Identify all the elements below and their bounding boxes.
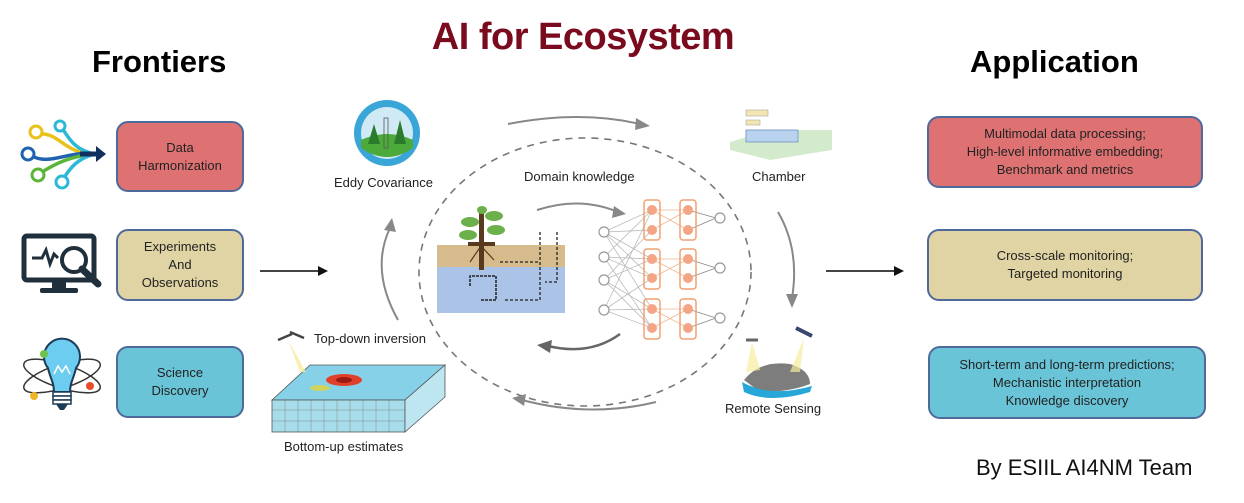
application-line: Mechanistic interpretation — [992, 374, 1142, 390]
frontier-data-harmonization: Data Harmonization — [116, 121, 244, 192]
cycle-arrow-bottom — [521, 399, 657, 411]
lightbulb-atom-icon — [23, 337, 101, 410]
frontier-line: Experiments — [143, 239, 217, 254]
application-line: Benchmark and metrics — [996, 162, 1134, 177]
application-line: Knowledge discovery — [1005, 392, 1129, 408]
inversion-box — [270, 330, 447, 433]
frontier-line: Data — [166, 139, 194, 155]
remote-sensing-label: Remote Sensing — [725, 401, 822, 416]
application-line: Cross-scale monitoring; — [996, 248, 1134, 263]
chamber-diagram — [730, 109, 832, 160]
arrow-right-icon — [260, 266, 328, 276]
chamber-label: Chamber — [752, 169, 806, 184]
inner-arrow-forward — [536, 202, 619, 213]
domain-knowledge-label: Domain knowledge — [524, 169, 635, 184]
bottom-up-estimates-label: Bottom-up estimates — [284, 439, 404, 454]
eddy-covariance-label: Eddy Covariance — [334, 175, 433, 190]
inner-arrow-back — [547, 332, 621, 351]
application-monitoring: Cross-scale monitoring; Targeted monitor… — [927, 229, 1203, 301]
cycle-arrow-top — [507, 116, 641, 125]
domain-boundary-ellipse — [418, 137, 752, 407]
cycle-arrow-right — [777, 211, 796, 299]
application-line: Multimodal data processing; — [984, 126, 1146, 141]
top-down-inversion-label: Top-down inversion — [314, 331, 427, 346]
nn-input-nodes — [598, 226, 610, 316]
remote-sensing-diagram — [742, 326, 813, 398]
frontier-line: And — [168, 257, 192, 272]
application-line: Short-term and long-term predictions; — [959, 356, 1175, 372]
main-title: AI for Ecosystem — [431, 16, 735, 58]
monitor-magnifier-icon — [21, 233, 102, 293]
frontier-line: Discovery — [151, 383, 209, 398]
frontier-line: Science — [156, 365, 204, 380]
nn-hidden-blocks — [643, 199, 697, 340]
frontier-line: Observations — [141, 275, 219, 290]
application-line: High-level informative embedding; — [966, 144, 1164, 159]
fluxnet-logo-icon — [354, 100, 420, 166]
application-data-processing: Multimodal data processing; High-level i… — [927, 116, 1203, 188]
frontier-line: Harmonization — [138, 157, 222, 173]
nn-hidden-nodes — [647, 205, 693, 333]
frontier-science-discovery: Science Discovery — [116, 346, 244, 418]
application-heading: Application — [970, 44, 1139, 79]
data-flow-icon — [20, 119, 106, 190]
frontiers-heading: Frontiers — [92, 44, 227, 79]
cycle-arrow-left — [380, 227, 399, 321]
footer-credit: By ESIIL AI4NM Team — [976, 455, 1193, 480]
application-predictions: Short-term and long-term predictions; Me… — [928, 346, 1206, 419]
application-line: Targeted monitoring — [1007, 266, 1123, 281]
frontier-experiments-observations: Experiments And Observations — [116, 229, 244, 301]
soil-plant-diagram — [437, 206, 565, 313]
arrow-right-icon — [826, 266, 904, 276]
nn-output-nodes — [714, 212, 726, 324]
